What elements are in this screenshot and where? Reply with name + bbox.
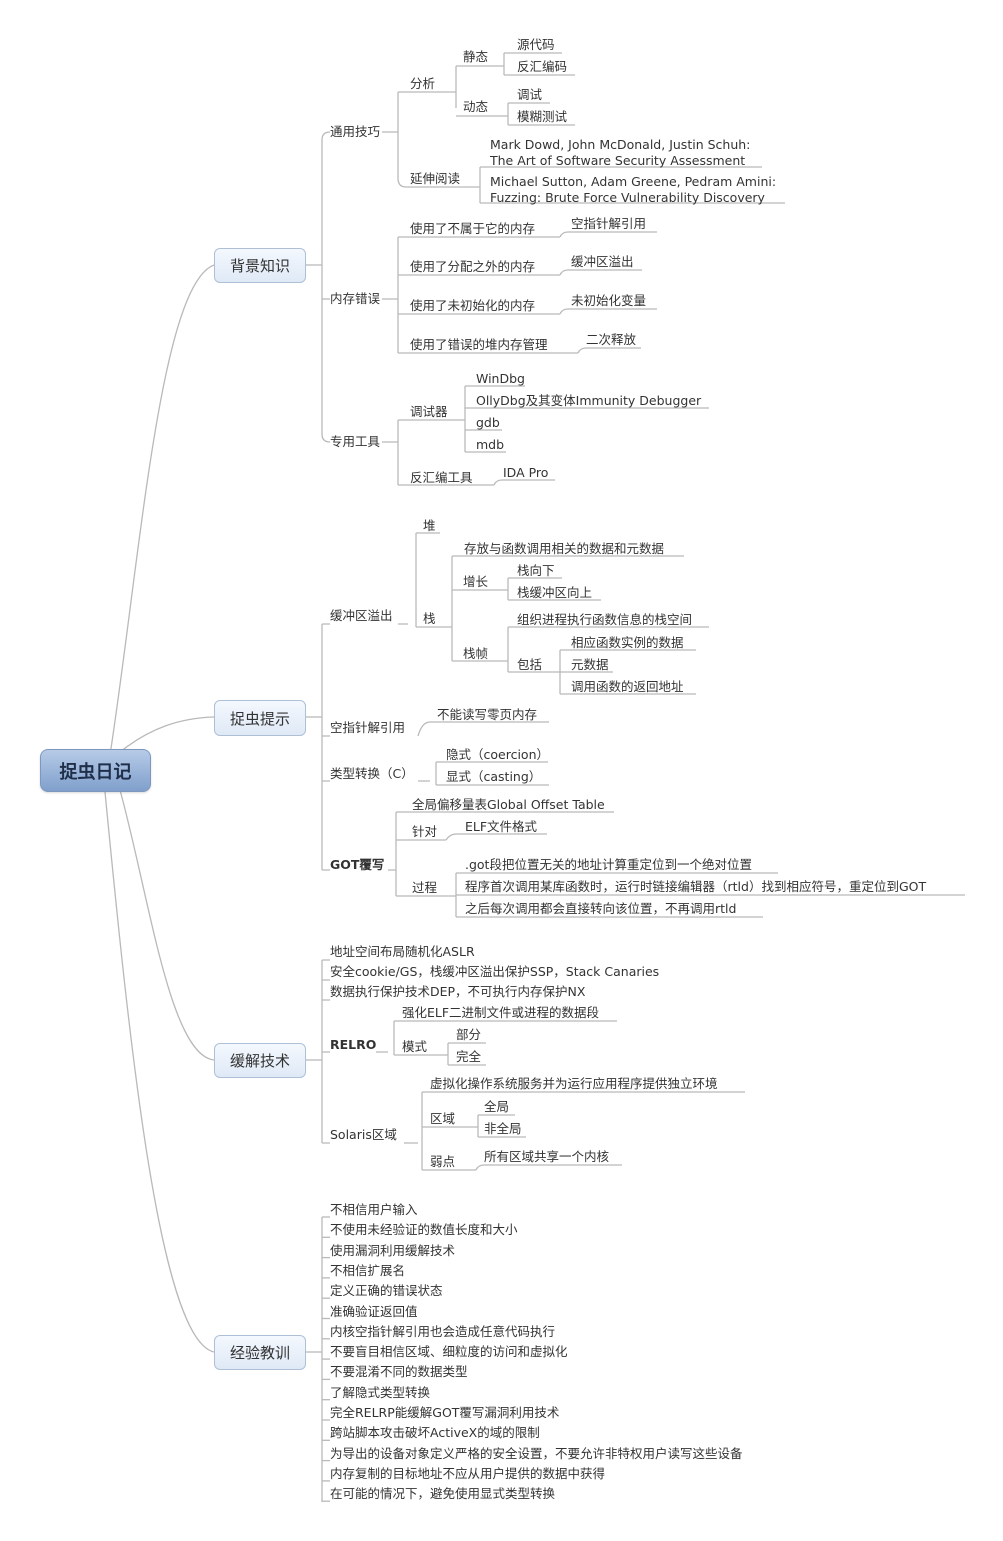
topic-book-2[interactable]: Michael Sutton, Adam Greene, Pedram Amin… [490, 174, 776, 206]
topic-source-code[interactable]: 源代码 [517, 37, 555, 52]
book-2-title: Fuzzing: Brute Force Vulnerability Disco… [490, 190, 765, 205]
lesson-item[interactable]: 使用漏洞利用缓解技术 [330, 1242, 456, 1258]
topic-double-free-leaf[interactable]: 二次释放 [586, 332, 637, 347]
topic-buffer-overflow[interactable]: 缓冲区溢出 [330, 608, 393, 623]
topic-stack-cookie[interactable]: 安全cookie/GS，栈缓冲区溢出保护SSP，Stack Canaries [330, 964, 660, 979]
topic-debugging[interactable]: 调试 [517, 87, 543, 102]
topic-process-step-2[interactable]: 程序首次调用某库函数时，运行时链接编辑器（rtld）找到相应符号，重定位到GOT [465, 879, 927, 894]
lesson-item[interactable]: 不使用未经验证的数值长度和大小 [330, 1222, 518, 1238]
topic-zone[interactable]: 区域 [430, 1111, 456, 1126]
topic-ida-pro[interactable]: IDA Pro [503, 465, 549, 480]
topic-aslr[interactable]: 地址空间布局随机化ASLR [330, 944, 475, 959]
lesson-item[interactable]: 不相信用户输入 [330, 1202, 418, 1217]
lesson-item[interactable]: 不相信扩展名 [330, 1262, 406, 1278]
topic-buffer-overflow-leaf[interactable]: 缓冲区溢出 [571, 254, 634, 269]
topic-include-func-data[interactable]: 相应函数实例的数据 [571, 635, 684, 650]
topic-relro[interactable]: RELRO [330, 1037, 377, 1052]
topic-book-1[interactable]: Mark Dowd, John McDonald, Justin Schuh: … [490, 137, 750, 169]
topic-stack-data[interactable]: 存放与函数调用相关的数据和元数据 [464, 541, 665, 556]
topic-heap[interactable]: 堆 [423, 518, 436, 533]
topic-general-skills[interactable]: 通用技巧 [330, 124, 381, 139]
topic-stack-buffer-grows-up[interactable]: 栈缓冲区向上 [517, 585, 593, 600]
topic-special-tools[interactable]: 专用工具 [330, 434, 381, 449]
lesson-item[interactable]: 跨站脚本攻击破坏ActiveX的域的限制 [330, 1425, 540, 1441]
lesson-item[interactable]: 定义正确的错误状态 [330, 1283, 443, 1299]
lesson-item[interactable]: 不要盲目相信区域、细粒度的访问和虚拟化 [330, 1344, 568, 1360]
topic-relro-mode[interactable]: 模式 [402, 1039, 428, 1054]
topic-relro-full[interactable]: 完全 [456, 1049, 482, 1064]
lesson-item[interactable]: 准确验证返回值 [330, 1303, 418, 1319]
lesson-item[interactable]: 内核空指针解引用也会造成任意代码执行 [330, 1323, 556, 1339]
topic-mem-not-owned[interactable]: 使用了不属于它的内存 [410, 221, 536, 236]
topic-disasm-code[interactable]: 反汇编码 [517, 59, 568, 74]
topic-dynamic[interactable]: 动态 [463, 99, 489, 114]
topic-relro-desc[interactable]: 强化ELF二进制文件或进程的数据段 [402, 1005, 600, 1020]
topic-process[interactable]: 过程 [412, 880, 438, 895]
topic-solaris-zones[interactable]: Solaris区域 [330, 1127, 397, 1142]
topic-nonglobal-zone[interactable]: 非全局 [484, 1121, 522, 1136]
topic-include-return-addr[interactable]: 调用函数的返回地址 [571, 679, 684, 694]
book-2-authors: Michael Sutton, Adam Greene, Pedram Amin… [490, 174, 777, 189]
topic-gdb[interactable]: gdb [476, 415, 500, 430]
topic-windbg[interactable]: WinDbg [476, 371, 525, 386]
topic-process-step-3[interactable]: 之后每次调用都会直接转向该位置，不再调用rtld [465, 901, 737, 916]
branch-background[interactable]: 背景知识 [214, 248, 306, 283]
topic-uninit-var-leaf[interactable]: 未初始化变量 [571, 293, 647, 308]
topic-mdb[interactable]: mdb [476, 437, 505, 452]
topic-shared-kernel[interactable]: 所有区域共享一个内核 [484, 1149, 610, 1164]
topic-target[interactable]: 针对 [412, 824, 438, 839]
lesson-item[interactable]: 内存复制的目标地址不应从用户提供的数据中获得 [330, 1465, 606, 1481]
branch-tips[interactable]: 捉虫提示 [214, 700, 306, 736]
root-topic[interactable]: 捉虫日记 [40, 749, 151, 792]
topic-stack-grows-down[interactable]: 栈向下 [517, 563, 555, 578]
topic-growth[interactable]: 增长 [463, 574, 489, 589]
branch-lessons[interactable]: 经验教训 [214, 1335, 306, 1370]
topic-solaris-desc[interactable]: 虚拟化操作系统服务并为运行应用程序提供独立环境 [430, 1076, 718, 1091]
topic-mem-heap-mgmt[interactable]: 使用了错误的堆内存管理 [410, 337, 548, 352]
topic-global-zone[interactable]: 全局 [484, 1099, 510, 1114]
topic-implicit[interactable]: 隐式（coercion） [446, 747, 549, 762]
topic-analysis[interactable]: 分析 [410, 76, 436, 91]
topic-fuzzing[interactable]: 模糊测试 [517, 109, 568, 124]
topic-type-conversion[interactable]: 类型转换（C） [330, 766, 414, 781]
topic-process-step-1[interactable]: .got段把位置无关的地址计算重定位到一个绝对位置 [465, 857, 752, 872]
topic-explicit[interactable]: 显式（casting） [446, 769, 542, 784]
lesson-item[interactable]: 不要混淆不同的数据类型 [330, 1364, 468, 1380]
topic-include-metadata[interactable]: 元数据 [571, 657, 609, 672]
topic-mem-out-of-alloc[interactable]: 使用了分配之外的内存 [410, 259, 536, 274]
topic-got-table[interactable]: 全局偏移量表Global Offset Table [412, 797, 605, 812]
topic-static[interactable]: 静态 [463, 49, 489, 64]
topic-frame-desc[interactable]: 组织进程执行函数信息的栈空间 [517, 612, 693, 627]
topic-includes[interactable]: 包括 [517, 657, 543, 672]
topic-mem-uninit[interactable]: 使用了未初始化的内存 [410, 298, 536, 313]
topic-null-deref[interactable]: 空指针解引用 [330, 720, 406, 735]
topic-elf-format[interactable]: ELF文件格式 [465, 819, 538, 834]
book-1-title: The Art of Software Security Assessment [490, 153, 746, 168]
topic-relro-partial[interactable]: 部分 [456, 1027, 482, 1042]
topic-ollydbg[interactable]: OllyDbg及其变体Immunity Debugger [476, 393, 702, 408]
topic-weakness[interactable]: 弱点 [430, 1154, 456, 1169]
topic-dep-nx[interactable]: 数据执行保护技术DEP，不可执行内存保护NX [330, 984, 586, 999]
book-1-authors: Mark Dowd, John McDonald, Justin Schuh: [490, 137, 751, 152]
topic-debuggers[interactable]: 调试器 [410, 404, 448, 419]
lesson-item[interactable]: 完全RELRP能缓解GOT覆写漏洞利用技术 [330, 1405, 560, 1420]
lesson-item[interactable]: 了解隐式类型转换 [330, 1384, 431, 1400]
topic-further-reading[interactable]: 延伸阅读 [410, 171, 461, 186]
topic-stack[interactable]: 栈 [423, 611, 436, 626]
lesson-item[interactable]: 在可能的情况下，避免使用显式类型转换 [330, 1486, 556, 1502]
topic-disassemblers[interactable]: 反汇编工具 [410, 470, 473, 485]
branch-mitigation[interactable]: 缓解技术 [214, 1043, 306, 1078]
topic-stack-frame[interactable]: 栈帧 [463, 646, 489, 661]
topic-memory-errors[interactable]: 内存错误 [330, 291, 381, 306]
topic-null-deref-leaf[interactable]: 空指针解引用 [571, 216, 647, 231]
topic-zero-page[interactable]: 不能读写零页内存 [437, 707, 538, 722]
lesson-item[interactable]: 为导出的设备对象定义严格的安全设置，不要允许非特权用户读写这些设备 [330, 1445, 743, 1461]
topic-got-overwrite[interactable]: GOT覆写 [330, 857, 385, 872]
